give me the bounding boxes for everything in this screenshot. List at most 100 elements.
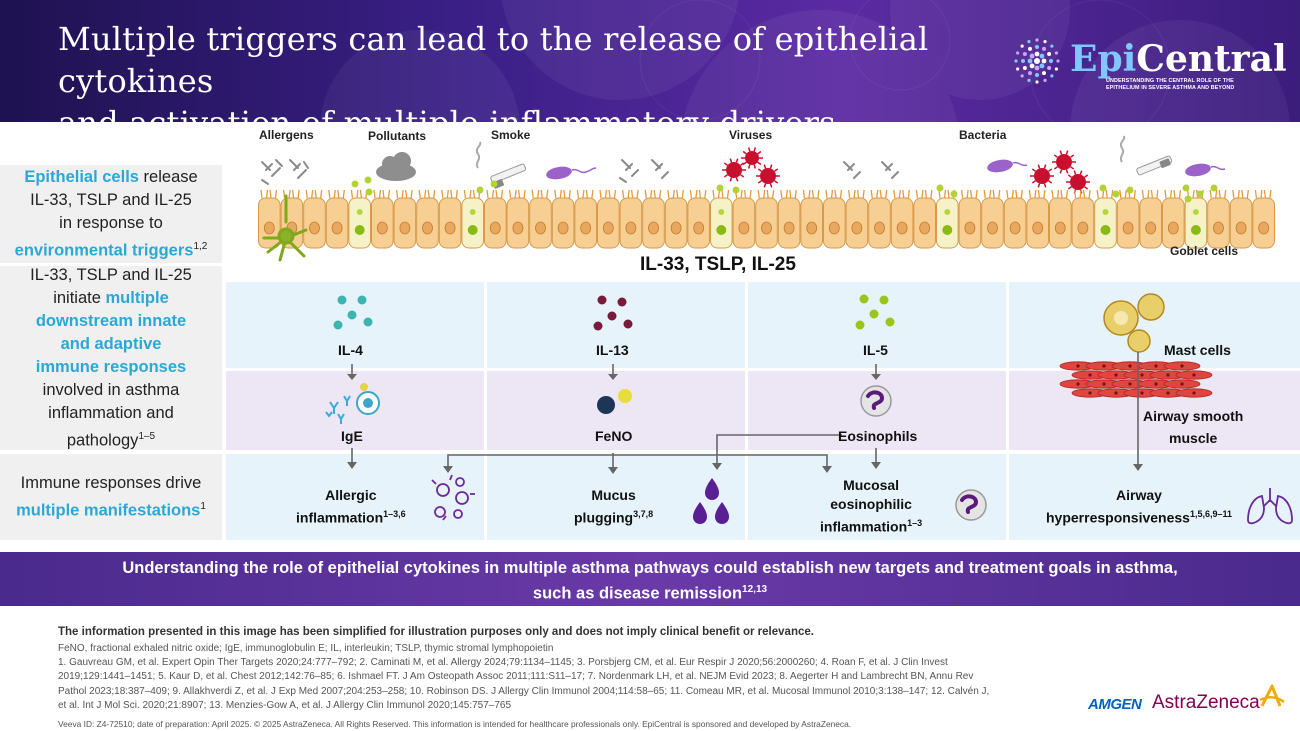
- header-texture: [320, 0, 1290, 122]
- banner-line2: such as disease remission12,13: [0, 579, 1300, 605]
- conclusion-banner: Understanding the role of epithelial cyt…: [0, 552, 1300, 606]
- ahr-line2: hyperresponsiveness1,5,6,9–11: [1046, 505, 1232, 528]
- mucosal-sup: 1–3: [907, 518, 923, 528]
- grid-row-mediators: [226, 371, 1300, 450]
- side-label-manifestations: Immune responses drive multiple manifest…: [0, 454, 222, 540]
- side3-line2: multiple manifestations1: [16, 495, 206, 523]
- side1-line3: in response to: [59, 213, 163, 232]
- mucosal-line2: eosinophilic: [830, 496, 912, 512]
- trigger-viruses: Viruses: [729, 128, 773, 142]
- eosinophil-icon: [860, 385, 892, 417]
- allergic-inflammation-icon: [431, 474, 475, 521]
- cytokines-label: IL-33, TSLP, IL-25: [640, 254, 796, 275]
- cloud-icon: [376, 152, 416, 181]
- dendritic-cell-icon: [262, 194, 308, 262]
- mucosal-line3-text: inflammation: [820, 518, 908, 535]
- side2-t2: initiate: [53, 288, 106, 307]
- logo-wordmark: EpiCentral: [1070, 38, 1287, 80]
- allergic-line2-text: inflammation: [296, 509, 384, 526]
- side3-line1: Immune responses drive: [20, 473, 202, 492]
- amgen-logo: AMGEN: [1088, 696, 1142, 713]
- trigger-bacteria: Bacteria: [959, 128, 1007, 142]
- side2-line2: initiate multiple: [53, 287, 169, 310]
- side1-line1: Epithelial cells release: [24, 166, 197, 189]
- epicentral-logo-icon: [1014, 38, 1060, 84]
- veeva-id: Veeva ID: Z4-72510; date of preparation:…: [58, 719, 852, 729]
- logo-tagline-2: EPITHELIUM IN SEVERE ASTHMA AND BEYOND: [1106, 85, 1235, 91]
- allergen-icon: [261, 159, 899, 185]
- epithelium-illustration: [258, 135, 1276, 262]
- mucosal-line1: Mucosal: [843, 477, 900, 493]
- label-eosinophils: Eosinophils: [838, 428, 918, 444]
- asm-line1: Airway smooth: [1143, 408, 1244, 424]
- b-cell-icon: [356, 383, 380, 415]
- refs-line1: 1. Gauvreau GM, et al. Expert Opin Ther …: [58, 657, 948, 668]
- title-line-2: and activation of multiple inflammatory …: [58, 102, 1018, 122]
- side1-t1: release: [138, 167, 198, 186]
- label-mast-cells: Mast cells: [1164, 342, 1231, 358]
- mucosal-line3: inflammation1–3: [820, 514, 922, 537]
- label-ige: IgE: [341, 428, 363, 444]
- logo-suffix: Central: [1136, 38, 1287, 80]
- cigarette-icon: [1119, 135, 1173, 176]
- refs-line2: 2019;129:1441–1451; 5. Kaur D, et al. Ch…: [58, 671, 974, 683]
- astrazeneca-symbol-icon: [1259, 684, 1285, 707]
- trigger-pollutants: Pollutants: [368, 129, 427, 143]
- ahr-line1: Airway: [1116, 487, 1162, 503]
- label-airway-hyperresponsiveness: Airway hyperresponsiveness1,5,6,9–11: [1046, 486, 1232, 528]
- asm-line2: muscle: [1169, 430, 1218, 446]
- logo-tagline-1: UNDERSTANDING THE CENTRAL ROLE OF THE: [1106, 78, 1234, 84]
- pathway-grid: [226, 282, 1300, 540]
- il5-cytokine-icon: [855, 294, 895, 330]
- allergic-line2: inflammation1–3,6: [296, 505, 406, 528]
- refs-line3: Pathol 2023;18:387–409; 9. Allakhverdi Z…: [58, 685, 990, 697]
- banner-line2-text: such as disease remission: [532, 584, 743, 603]
- bacteria-icon: [546, 159, 1226, 180]
- logo-prefix: Epi: [1070, 38, 1137, 80]
- il13-cytokine-icon: [593, 295, 633, 331]
- mucus-line2-text: plugging: [574, 509, 634, 526]
- side1-hl1: Epithelial cells: [24, 167, 139, 186]
- label-il13: IL-13: [596, 342, 629, 358]
- side2-hl1: multiple: [105, 288, 169, 307]
- side3-hl1: multiple manifestations: [16, 501, 201, 520]
- ahr-sup: 1,5,6,9–11: [1189, 509, 1233, 519]
- virus-icon: [722, 147, 1090, 194]
- pathway-arrows: [351, 352, 1139, 467]
- mucus-line2: plugging3,7,8: [574, 505, 653, 528]
- side-label-release: Epithelial cells release IL-33, TSLP and…: [0, 165, 222, 263]
- logo-tagline: UNDERSTANDING THE CENTRAL ROLE OF THE EP…: [1106, 78, 1256, 92]
- side3-sup: 1: [200, 500, 206, 512]
- side2-line8: pathology1–5: [67, 425, 155, 453]
- goblet-cells-label: Goblet cells: [1170, 244, 1239, 258]
- side1-line4: environmental triggers1,2: [15, 235, 208, 263]
- il4-cytokine-icon: [333, 295, 373, 330]
- side2-line4: and adaptive: [60, 334, 162, 353]
- references: 1. Gauvreau GM, et al. Expert Opin Ther …: [58, 656, 1068, 714]
- banner-sup: 12,13: [742, 584, 768, 595]
- label-allergic-inflammation: Allergic inflammation1–3,6: [296, 486, 406, 528]
- allergic-line1: Allergic: [325, 487, 377, 503]
- mast-cell-icon: [1103, 293, 1165, 353]
- header: Multiple triggers can lead to the releas…: [0, 0, 1300, 122]
- side1-hl2: environmental triggers: [14, 241, 194, 260]
- airway-smooth-muscle-icon: [1059, 361, 1213, 398]
- label-mucosal-eosinophilic-inflammation: Mucosal eosinophilic inflammation1–3: [820, 476, 922, 537]
- side1-line2: IL-33, TSLP and IL-25: [30, 190, 192, 209]
- side2-line6: involved in asthma: [42, 380, 180, 399]
- astrazeneca-logo: AstraZeneca: [1152, 692, 1260, 713]
- side2-line3: downstream innate: [35, 311, 187, 330]
- feno-molecule-icon: [597, 389, 632, 414]
- label-airway-smooth-muscle: Airway smooth muscle: [1143, 405, 1243, 449]
- epicentral-logo: EpiCentral UNDERSTANDING THE CENTRAL ROL…: [1012, 36, 1287, 100]
- side2-line1: IL-33, TSLP and IL-25: [30, 265, 192, 284]
- grid-row-manifestations: [226, 454, 1300, 540]
- page-title: Multiple triggers can lead to the releas…: [58, 18, 1018, 122]
- arrow-heads: [347, 374, 1143, 474]
- trigger-smoke: Smoke: [491, 128, 531, 142]
- label-mucus-plugging: Mucus plugging3,7,8: [574, 486, 653, 528]
- mucus-sup: 3,7,8: [633, 509, 654, 519]
- lungs-icon: [1247, 488, 1293, 525]
- mucus-drops-icon: [693, 478, 729, 524]
